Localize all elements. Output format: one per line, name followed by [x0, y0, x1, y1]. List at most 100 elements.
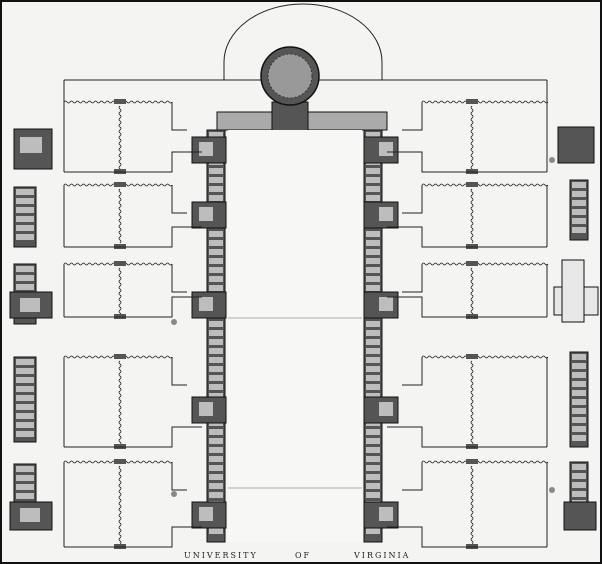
west-lawn-dormitories-room [209, 231, 223, 237]
west-garden-gate [114, 99, 126, 104]
lawn [228, 130, 362, 542]
west-hotel-1-room [20, 137, 42, 153]
west-garden-divider [118, 267, 122, 317]
east-lawn-dormitories-room [366, 438, 380, 444]
east-pavilion-4-room [379, 402, 393, 416]
west-range-2-room [16, 207, 34, 213]
east-garden-serpentine-wall [421, 100, 549, 104]
well [549, 157, 555, 163]
west-range-4-room [16, 422, 34, 428]
west-lawn-dormitories-room [209, 168, 223, 174]
east-lawn-dormitories-room [366, 240, 380, 246]
east-range-2-room [572, 381, 586, 387]
west-lawn-dormitories-room [209, 375, 223, 381]
east-pavilion-2-room [379, 207, 393, 221]
west-hotel-2-room [20, 298, 40, 312]
east-range-2-room [572, 417, 586, 423]
east-range-2-room [572, 363, 586, 369]
east-range-1-room [572, 200, 586, 206]
east-range-3-room [572, 482, 586, 488]
east-garden-serpentine-wall [421, 355, 549, 359]
west-range-3-room [16, 266, 34, 272]
west-garden-wall-5 [171, 462, 187, 491]
east-garden-wall [387, 296, 547, 318]
west-range-5-room [16, 484, 34, 490]
west-pavilion-3-room [199, 297, 213, 311]
rotunda-portico [271, 101, 309, 135]
west-range-2-room [16, 225, 34, 231]
east-range-2-room [572, 372, 586, 378]
east-range-2-room [572, 426, 586, 432]
east-garden-gate [466, 354, 478, 359]
west-range-4-room [16, 404, 34, 410]
west-lawn-dormitories-room [209, 285, 223, 291]
east-range-1-room [572, 227, 586, 233]
east-lawn-dormitories-room [366, 474, 380, 480]
east-garden-wall [387, 526, 547, 548]
west-range-4-room [16, 368, 34, 374]
well [171, 319, 177, 325]
west-lawn-dormitories-room [209, 474, 223, 480]
east-lawn-dormitories-room [366, 492, 380, 498]
east-lawn-dormitories-room [366, 267, 380, 273]
west-lawn-dormitories-room [209, 321, 223, 327]
east-garden-serpentine-wall [421, 262, 549, 266]
east-lawn-dormitories-room [366, 393, 380, 399]
east-lawn-dormitories-room [366, 528, 380, 534]
west-lawn-dormitories-room [209, 456, 223, 462]
east-lawn-dormitories-room [366, 348, 380, 354]
west-range-5-room [16, 493, 34, 499]
west-lawn-dormitories-room [209, 186, 223, 192]
west-garden-divider [118, 188, 122, 244]
west-range-4-room [16, 359, 34, 365]
east-lawn-dormitories-room [366, 330, 380, 336]
east-range-1-room [572, 182, 586, 188]
well [171, 491, 177, 497]
west-lawn-dormitories-room [209, 357, 223, 363]
west-lawn-dormitories-room [209, 240, 223, 246]
west-lawn-dormitories-room [209, 384, 223, 390]
rotunda-dome [267, 53, 313, 99]
east-pavilion-3-room [379, 297, 393, 311]
east-garden-wall-3 [402, 264, 423, 293]
east-hotel-2-wing [561, 259, 585, 323]
west-range-2-room [16, 189, 34, 195]
east-range-2-room [572, 390, 586, 396]
west-lawn-dormitories-room [209, 348, 223, 354]
east-lawn-dormitories-room [366, 168, 380, 174]
east-range-1-room [572, 218, 586, 224]
east-pavilion-1-room [379, 142, 393, 156]
east-lawn-dormitories-room [366, 231, 380, 237]
east-lawn-dormitories-room [366, 366, 380, 372]
west-lawn-dormitories-room [209, 483, 223, 489]
west-lawn-dormitories-room [209, 438, 223, 444]
east-garden-wall-4 [402, 357, 423, 386]
west-garden-wall [64, 296, 202, 318]
west-range-4-room [16, 377, 34, 383]
west-lawn-dormitories-room [209, 195, 223, 201]
west-lawn-dormitories-room [209, 267, 223, 273]
west-garden-gate [114, 182, 126, 187]
east-lawn-dormitories-room [366, 357, 380, 363]
east-garden-wall [387, 151, 547, 173]
east-lawn-dormitories-room [366, 465, 380, 471]
west-lawn-dormitories-room [209, 177, 223, 183]
east-lawn-dormitories-room [366, 375, 380, 381]
east-hotel-3 [563, 501, 597, 531]
east-lawn-dormitories-room [366, 186, 380, 192]
west-lawn-dormitories-room [209, 276, 223, 282]
east-range-2-room [572, 408, 586, 414]
west-range-5-room [16, 475, 34, 481]
east-pavilion-5-room [379, 507, 393, 521]
west-range-4-room [16, 413, 34, 419]
west-lawn-dormitories-room [209, 249, 223, 255]
west-pavilion-1-room [199, 142, 213, 156]
east-garden-wall-5 [402, 462, 423, 491]
east-lawn-dormitories-room [366, 483, 380, 489]
east-garden-divider [470, 105, 474, 173]
west-pavilion-4-room [199, 402, 213, 416]
west-lawn-dormitories-room [209, 330, 223, 336]
east-range-1-room [572, 209, 586, 215]
east-lawn-dormitories-room [366, 258, 380, 264]
